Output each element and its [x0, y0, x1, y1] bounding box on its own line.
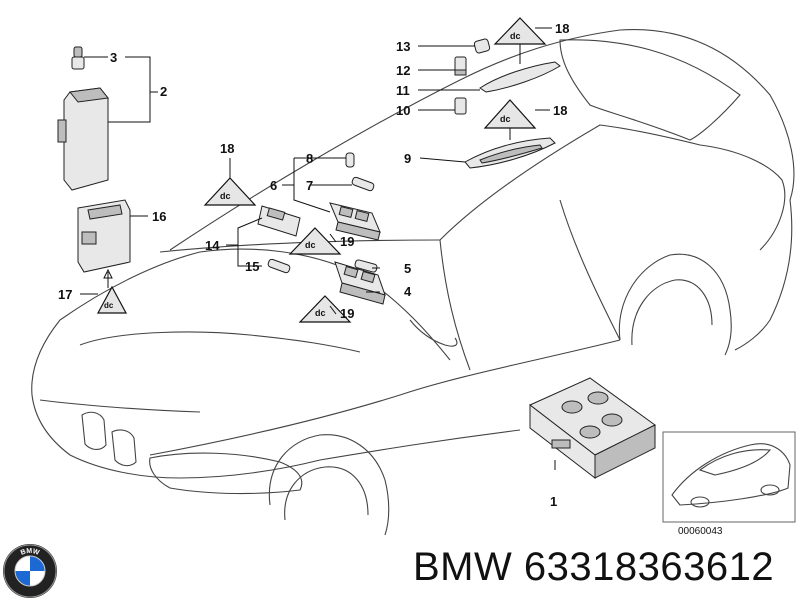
warning-triangle-left: dc: [203, 177, 257, 206]
callout-2: 2: [160, 84, 167, 99]
part-lamp-11: [479, 61, 561, 93]
part-bulb-8: [345, 152, 355, 168]
part-bulb-3: [71, 46, 85, 70]
part-lamp-16: [77, 199, 131, 273]
part-festoon-7: [351, 176, 375, 192]
warning-triangle-upper: dc: [493, 17, 547, 45]
svg-text:dc: dc: [315, 308, 326, 318]
callout-19-upper: 19: [340, 234, 354, 249]
bmw-logo-text: BMW: [20, 548, 41, 557]
svg-text:dc: dc: [500, 114, 511, 124]
callout-6: 6: [270, 178, 277, 193]
callout-3: 3: [110, 50, 117, 65]
warning-triangle-mid: dc: [483, 99, 537, 129]
callout-18-top: 18: [555, 21, 569, 36]
callout-11: 11: [396, 83, 410, 98]
callout-5: 5: [404, 261, 411, 276]
part-festoon-15: [267, 258, 291, 274]
bmw-logo-icon: BMW: [3, 544, 57, 598]
warning-triangle-center: dc: [288, 227, 342, 255]
part-lamp-9: [464, 137, 556, 169]
callout-9: 9: [404, 151, 411, 166]
part-housing-2: [57, 87, 109, 191]
warning-triangle-far-left: dc: [96, 285, 128, 314]
part-bulb-13: [473, 38, 491, 54]
part-number-caption: BMW 63318363612: [413, 545, 775, 589]
callout-15: 15: [245, 259, 259, 274]
callout-14: 14: [205, 238, 220, 253]
callout-7: 7: [306, 178, 313, 193]
leader-lines: [80, 27, 556, 470]
part-socket-12: [454, 56, 467, 76]
callout-19-lower: 19: [340, 306, 354, 321]
callout-13: 13: [396, 39, 410, 54]
svg-text:dc: dc: [510, 31, 521, 41]
svg-text:dc: dc: [220, 191, 231, 201]
svg-text:dc: dc: [305, 240, 316, 250]
part-switch-6: [329, 202, 381, 241]
callout-18-mid: 18: [553, 103, 567, 118]
part-module-box-1: [529, 377, 656, 480]
callout-17: 17: [58, 287, 72, 302]
callout-16: 16: [152, 209, 166, 224]
svg-text:dc: dc: [104, 301, 114, 310]
inset-thumbnail: 00060043: [662, 431, 796, 537]
callout-18-left: 18: [220, 141, 234, 156]
part-socket-10: [454, 97, 467, 115]
inset-code: 00060043: [678, 526, 723, 537]
callout-labels: 1 2 3 4 5 6 7 8 9 10 11 12 13 14 15 16 1…: [58, 21, 569, 509]
part-reading-light-14: [257, 205, 301, 237]
callout-10: 10: [396, 103, 410, 118]
part-festoon-5: [354, 259, 378, 273]
warning-triangle-lower: dc: [298, 295, 352, 323]
car-outline: [31, 28, 795, 536]
callout-1: 1: [550, 494, 557, 509]
callout-4: 4: [404, 284, 412, 299]
part-switch-4: [334, 261, 386, 305]
callout-8: 8: [306, 151, 313, 166]
callout-12: 12: [396, 63, 410, 78]
